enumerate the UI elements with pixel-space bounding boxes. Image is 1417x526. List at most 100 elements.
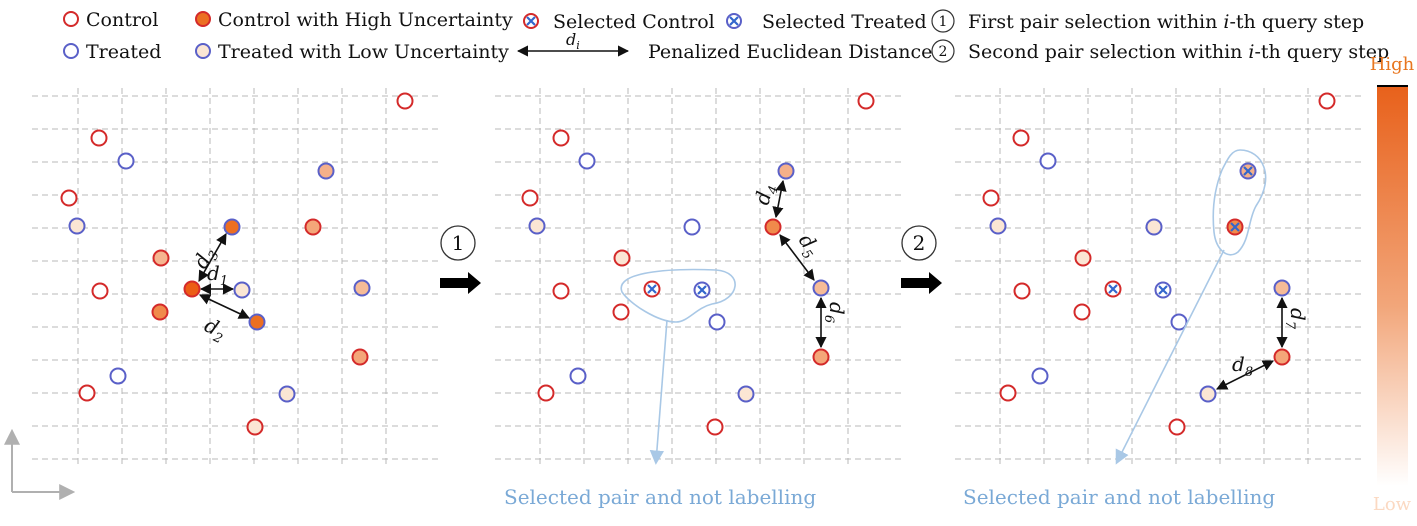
panel-1-points: [60, 92, 414, 436]
colorbar-gradient: [1377, 86, 1408, 486]
axis-indicator: [4, 428, 76, 500]
distance-arrow-d2: [198, 294, 251, 319]
treated-point: [223, 218, 241, 236]
step-one-badge-icon: [931, 9, 955, 33]
legend-label-control-high: Control with High Uncertainty: [218, 9, 513, 31]
selected-treated-point: [1154, 281, 1172, 299]
selected-pair-pointer-arrow: [1115, 249, 1225, 465]
control-point: [521, 189, 539, 207]
control-point: [552, 282, 570, 300]
treated-point: [578, 152, 596, 170]
control-point: [1168, 418, 1186, 436]
control-point: [812, 348, 830, 366]
treated-point: [68, 217, 86, 235]
distance-arrow-d5: [779, 234, 815, 281]
colorbar-low-label: Low: [1373, 494, 1412, 515]
treated-point: [1273, 279, 1291, 297]
step-one-circle-icon: [440, 225, 476, 261]
step-2-indicator: 2: [901, 225, 942, 294]
control-point: [999, 384, 1017, 402]
selected-control-point: [643, 280, 661, 298]
selected-pair-outline: [620, 268, 736, 323]
treated-point: [708, 313, 726, 331]
control-point: [612, 303, 630, 321]
distance-label-d4: d4: [750, 181, 783, 209]
treated-point: [777, 162, 795, 180]
panel-3-caption: Selected pair and not labelling: [963, 485, 1275, 509]
legend-item-treated-low: Treated with Low Uncertainty: [195, 41, 509, 63]
legend-item-selected-treated: Selected Treated: [726, 11, 927, 33]
treated-point: [528, 217, 546, 235]
treated-point: [317, 162, 335, 180]
panel-2-caption: Selected pair and not labelling: [504, 485, 816, 509]
control-point: [552, 129, 570, 147]
treated-point: [1031, 367, 1049, 385]
legend-label-treated-low: Treated with Low Uncertainty: [218, 41, 509, 63]
selected-treated-point: [1239, 162, 1257, 180]
control-point: [1273, 348, 1291, 366]
panel-1: d3 d1 d2: [32, 88, 442, 468]
control-point: [1013, 282, 1031, 300]
legend-item-selected-control: Selected Control: [523, 11, 715, 33]
treated-low-marker-icon: [195, 43, 211, 59]
treated-point: [683, 218, 701, 236]
legend-label-treated: Treated: [86, 41, 161, 63]
treated-point: [1145, 218, 1163, 236]
control-point-high-uncertainty: [183, 280, 201, 298]
control-point: [78, 384, 96, 402]
legend-distance-symbol: di: [566, 30, 580, 52]
next-step-arrow-icon: [440, 272, 481, 294]
control-point: [982, 189, 1000, 207]
control-point: [60, 189, 78, 207]
control-high-marker-icon: [195, 11, 211, 27]
control-point: [857, 92, 875, 110]
selected-control-marker-icon: [523, 13, 539, 29]
step-1-indicator: 1: [440, 225, 481, 294]
panel-2: d4 d5 d6 Selected pair and not labelling: [495, 88, 903, 509]
distance-label-d5: d5: [791, 229, 826, 262]
selected-control-point: [1104, 280, 1122, 298]
panel-3-distance-arrows: d7 d8: [1215, 296, 1310, 390]
control-point: [91, 282, 109, 300]
treated-point: [353, 279, 371, 297]
control-point: [304, 218, 322, 236]
distance-label-d7: d7: [1282, 308, 1310, 330]
panel-2-points: [521, 92, 875, 436]
control-point: [537, 384, 555, 402]
selected-treated-marker-icon: [726, 13, 742, 29]
treated-point: [117, 152, 135, 170]
next-step-arrow-icon: [901, 272, 942, 294]
control-point: [706, 418, 724, 436]
treated-point: [278, 385, 296, 403]
control-point: [90, 129, 108, 147]
distance-label-d8: d8: [1232, 352, 1253, 380]
distance-arrow-d3: [198, 233, 227, 282]
control-marker-icon: [63, 11, 79, 27]
control-point: [152, 249, 170, 267]
control-point: [1073, 303, 1091, 321]
control-point: [351, 348, 369, 366]
selected-control-point: [1226, 218, 1244, 236]
legend-item-second-pair: 2 Second pair selection within i-th quer…: [931, 39, 1389, 63]
control-point: [246, 418, 264, 436]
step-two-badge-icon: [931, 39, 955, 63]
legend-label-selected-control: Selected Control: [553, 11, 715, 33]
legend-item-treated: Treated: [63, 41, 161, 63]
step-two-number: 2: [913, 231, 926, 255]
treated-point: [1199, 385, 1217, 403]
control-point: [613, 249, 631, 267]
panel-3-points: [982, 92, 1336, 436]
panel-2-distance-arrows: d4 d5 d6: [750, 179, 849, 349]
panel-2-annotation: [620, 268, 736, 465]
step-two-badge-number: 2: [939, 44, 948, 60]
legend-label-control: Control: [86, 9, 158, 31]
panel-3: d7 d8 Selected pair and not labelling: [955, 88, 1364, 509]
control-point: [1318, 92, 1336, 110]
step-one-number: 1: [452, 231, 465, 255]
treated-point: [109, 367, 127, 385]
panel-1-grid: [32, 88, 442, 468]
treated-point: [737, 385, 755, 403]
distance-arrow-d4: [772, 179, 787, 219]
legend-item-control-high: Control with High Uncertainty: [195, 9, 513, 31]
legend-label-second-pair: Second pair selection within i-th query …: [968, 41, 1389, 63]
